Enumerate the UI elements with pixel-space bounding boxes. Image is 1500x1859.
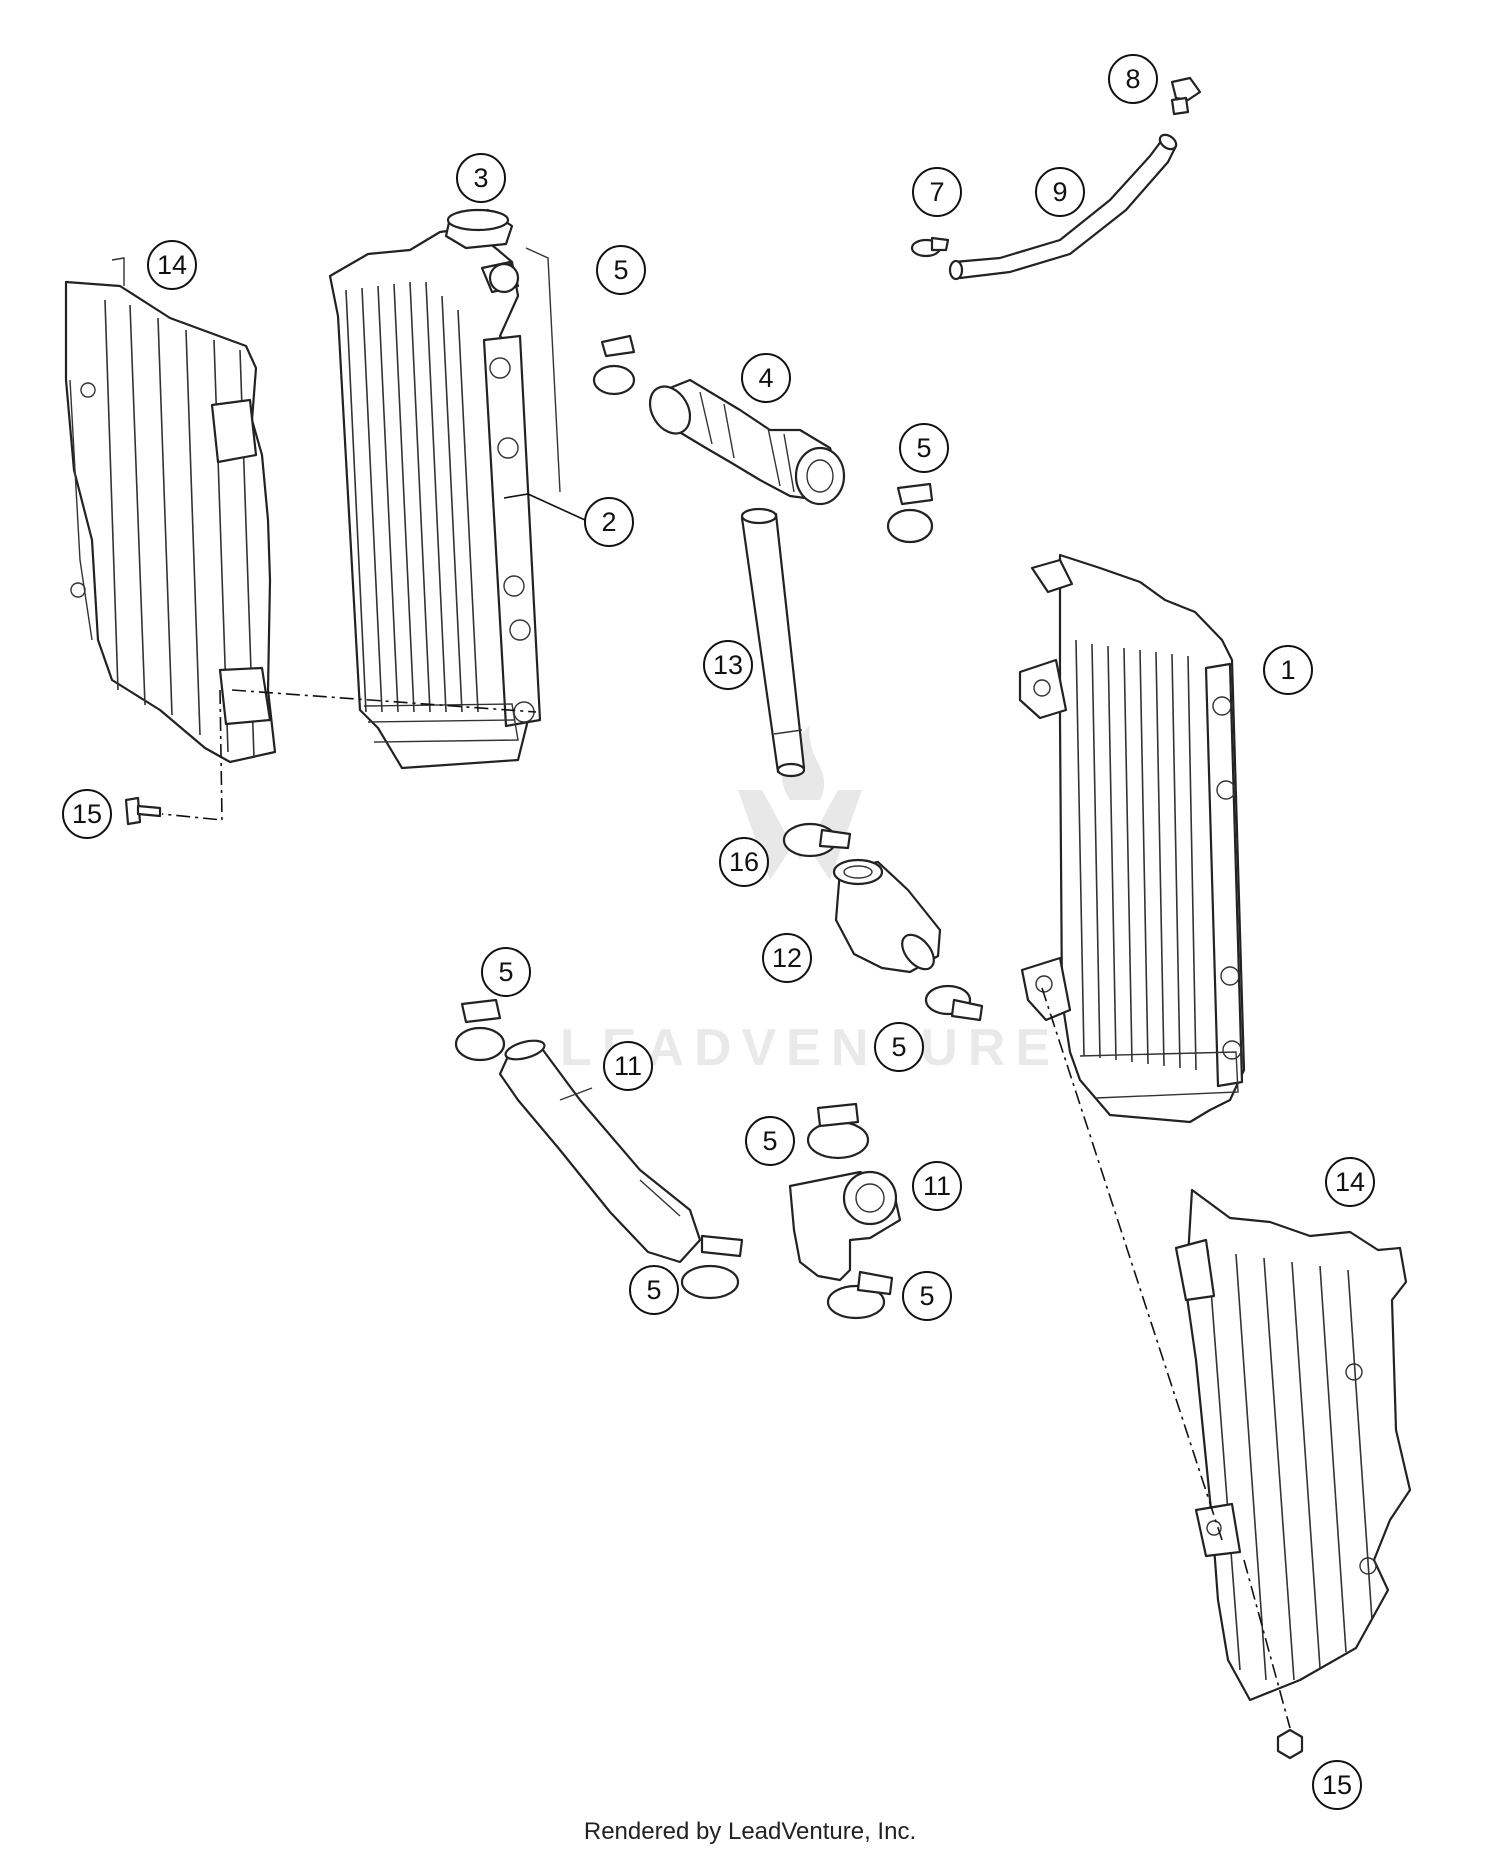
callout-1[interactable]: 1 bbox=[1263, 645, 1313, 695]
callout-12[interactable]: 12 bbox=[762, 933, 812, 983]
callout-4[interactable]: 4 bbox=[741, 353, 791, 403]
svg-text:8: 8 bbox=[1125, 64, 1140, 94]
lower-hose-left bbox=[498, 1039, 702, 1264]
callout-5f[interactable]: 5 bbox=[629, 1265, 679, 1315]
overflow-hose bbox=[948, 133, 1178, 281]
callout-14b[interactable]: 14 bbox=[1325, 1157, 1375, 1207]
callout-3[interactable]: 3 bbox=[456, 153, 506, 203]
svg-text:5: 5 bbox=[891, 1032, 906, 1062]
svg-text:2: 2 bbox=[601, 507, 616, 537]
left-radiator-shroud bbox=[64, 257, 277, 764]
svg-text:5: 5 bbox=[646, 1275, 661, 1305]
callout-5e[interactable]: 5 bbox=[745, 1116, 795, 1166]
svg-text:5: 5 bbox=[762, 1126, 777, 1156]
elbow-hose bbox=[832, 858, 942, 974]
callout-16[interactable]: 16 bbox=[719, 837, 769, 887]
alignment-lines bbox=[161, 689, 1291, 1729]
hose-clamps bbox=[454, 334, 984, 1320]
svg-text:12: 12 bbox=[772, 943, 802, 973]
svg-text:13: 13 bbox=[713, 650, 743, 680]
svg-text:16: 16 bbox=[729, 847, 759, 877]
callout-15b[interactable]: 15 bbox=[1312, 1760, 1362, 1810]
callout-5b[interactable]: 5 bbox=[899, 423, 949, 473]
callout-11a[interactable]: 11 bbox=[603, 1041, 653, 1091]
watermark: LEADVENTURE bbox=[560, 725, 1050, 1077]
upper-hose bbox=[648, 378, 846, 506]
callout-5a[interactable]: 5 bbox=[596, 245, 646, 295]
svg-text:1: 1 bbox=[1280, 655, 1295, 685]
callout-13[interactable]: 13 bbox=[703, 640, 753, 690]
svg-text:15: 15 bbox=[72, 799, 102, 829]
svg-text:14: 14 bbox=[157, 250, 187, 280]
callout-8[interactable]: 8 bbox=[1108, 54, 1158, 104]
left-radiator bbox=[328, 208, 561, 770]
callout-2[interactable]: 2 bbox=[584, 497, 634, 547]
callout-5d[interactable]: 5 bbox=[874, 1022, 924, 1072]
callout-5c[interactable]: 5 bbox=[481, 947, 531, 997]
svg-text:7: 7 bbox=[929, 177, 944, 207]
callout-11b[interactable]: 11 bbox=[912, 1161, 962, 1211]
svg-text:3: 3 bbox=[473, 163, 488, 193]
svg-text:11: 11 bbox=[614, 1051, 642, 1081]
svg-text:5: 5 bbox=[498, 957, 513, 987]
svg-text:14: 14 bbox=[1335, 1167, 1365, 1197]
svg-text:9: 9 bbox=[1052, 177, 1067, 207]
svg-text:11: 11 bbox=[923, 1171, 951, 1201]
screw-right bbox=[1276, 1728, 1304, 1760]
svg-text:5: 5 bbox=[916, 433, 931, 463]
right-radiator-shroud bbox=[1174, 1188, 1412, 1702]
leader-lines bbox=[503, 493, 586, 521]
hose-fitting bbox=[1170, 76, 1202, 116]
callout-5g[interactable]: 5 bbox=[902, 1271, 952, 1321]
callout-15a[interactable]: 15 bbox=[62, 789, 112, 839]
screw-left bbox=[124, 796, 162, 826]
svg-text:15: 15 bbox=[1322, 1770, 1352, 1800]
callout-7[interactable]: 7 bbox=[912, 167, 962, 217]
small-clamp bbox=[910, 236, 950, 258]
right-radiator bbox=[1018, 553, 1246, 1124]
callout-9[interactable]: 9 bbox=[1035, 167, 1085, 217]
callout-14a[interactable]: 14 bbox=[147, 240, 197, 290]
svg-text:4: 4 bbox=[758, 363, 773, 393]
svg-text:5: 5 bbox=[613, 255, 628, 285]
coolant-tube bbox=[740, 507, 806, 778]
svg-text:5: 5 bbox=[919, 1281, 934, 1311]
lower-hose-right bbox=[788, 1170, 902, 1282]
footer-credit: Rendered by LeadVenture, Inc. bbox=[583, 1818, 917, 1845]
